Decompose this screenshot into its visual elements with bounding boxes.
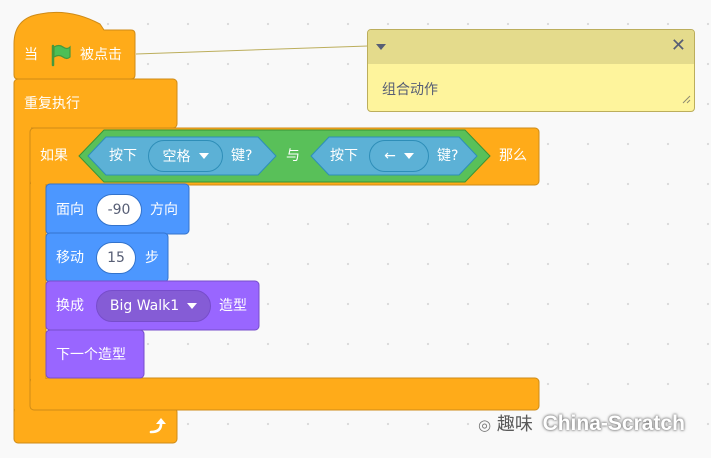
resize-handle-icon[interactable]	[682, 89, 691, 108]
wechat-icon: ◎	[478, 416, 492, 434]
right-condition-prefix: 按下	[330, 148, 358, 164]
steps-input[interactable]: 15	[96, 242, 136, 274]
watermark: ◎ 趣味 China-Scratch	[478, 410, 685, 436]
comment-connector	[135, 45, 369, 55]
comment-header[interactable]: ✕	[368, 30, 694, 64]
forever-label: 重复执行	[24, 96, 80, 112]
left-condition-prefix: 按下	[109, 148, 137, 164]
point-suffix: 方向	[150, 202, 178, 218]
next-costume-block[interactable]	[45, 329, 145, 379]
if-block-footer[interactable]	[29, 377, 540, 411]
move-suffix: 步	[145, 250, 159, 266]
watermark-brand: China-Scratch	[542, 412, 685, 435]
watermark-text: 趣味	[496, 414, 533, 435]
costume-prefix: 换成	[56, 298, 84, 314]
costume-suffix: 造型	[219, 298, 247, 314]
next-costume-label: 下一个造型	[56, 347, 126, 363]
chevron-down-icon	[198, 153, 209, 159]
chevron-down-icon	[187, 303, 198, 309]
hat-suffix: 被点击	[80, 47, 122, 63]
right-key-dropdown[interactable]: ←	[369, 140, 429, 172]
forever-left-arm	[14, 120, 31, 415]
comment-text[interactable]: 组合动作	[382, 82, 438, 98]
costume-value: Big Walk1	[109, 298, 180, 314]
direction-value: -90	[107, 202, 131, 218]
costume-dropdown[interactable]: Big Walk1	[96, 290, 211, 322]
move-prefix: 移动	[56, 250, 84, 266]
hat-prefix: 当	[24, 47, 38, 63]
left-condition-suffix: 键?	[231, 148, 253, 164]
left-key-value: 空格	[162, 149, 191, 165]
then-label: 那么	[499, 148, 527, 164]
left-key-dropdown[interactable]: 空格	[148, 140, 223, 172]
comment-box[interactable]: ✕ 组合动作	[367, 29, 695, 112]
right-condition-suffix: 键?	[437, 148, 459, 164]
and-label: 与	[286, 148, 300, 164]
hat-block[interactable]	[13, 11, 136, 80]
steps-value: 15	[107, 250, 125, 266]
right-key-value: ←	[384, 148, 396, 164]
chevron-down-icon	[403, 153, 414, 159]
direction-input[interactable]: -90	[96, 194, 142, 226]
close-icon[interactable]: ✕	[670, 35, 686, 56]
point-prefix: 面向	[56, 202, 84, 218]
green-flag-icon	[49, 43, 73, 71]
collapse-icon[interactable]	[376, 44, 386, 50]
if-label: 如果	[40, 148, 68, 164]
loop-arrow-icon	[147, 417, 167, 441]
